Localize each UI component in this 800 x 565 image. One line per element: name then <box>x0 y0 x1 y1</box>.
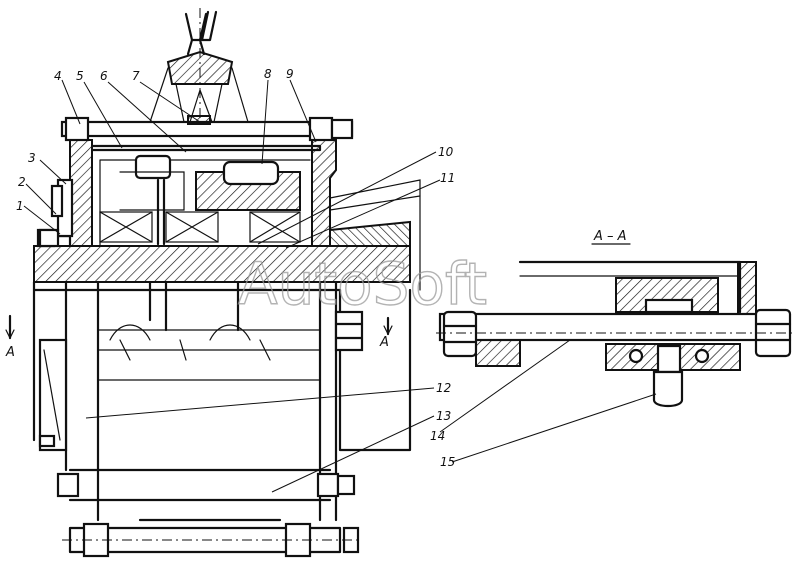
callout-13: 13 <box>436 409 451 423</box>
section-marker-right-label: A <box>379 335 389 350</box>
callout-9: 9 <box>286 67 294 81</box>
callout-2: 2 <box>18 175 26 189</box>
housing <box>69 139 337 247</box>
section-marker-left: A <box>5 314 15 360</box>
callout-3: 3 <box>28 151 36 165</box>
right-clamp-nut <box>334 310 364 352</box>
section-a-a-view <box>436 260 796 408</box>
callout-14: 14 <box>430 429 445 443</box>
main-shaft <box>33 179 421 291</box>
callout-5: 5 <box>76 69 84 83</box>
callout-12: 12 <box>436 381 451 395</box>
section-title: A – A <box>593 229 627 244</box>
callout-10: 10 <box>438 145 454 159</box>
section-marker-left-label: A <box>5 345 15 360</box>
left-clamp <box>38 178 74 248</box>
callout-7: 7 <box>132 69 140 83</box>
callout-15: 15 <box>440 455 455 469</box>
callout-1: 1 <box>16 199 24 213</box>
watermark-logo: AutoSoft <box>238 250 487 318</box>
callout-11: 11 <box>440 171 455 185</box>
lower-body <box>32 280 412 558</box>
callout-4: 4 <box>54 69 62 83</box>
upper-pulley <box>149 8 249 130</box>
callout-8: 8 <box>264 67 272 81</box>
top-tie-bolt <box>60 115 354 142</box>
callout-numbers: 1 2 3 4 5 6 7 8 9 10 11 12 13 14 15 <box>16 67 455 469</box>
leader-lines <box>23 79 657 493</box>
section-marker-right: A <box>379 316 393 350</box>
callout-6: 6 <box>100 69 108 83</box>
